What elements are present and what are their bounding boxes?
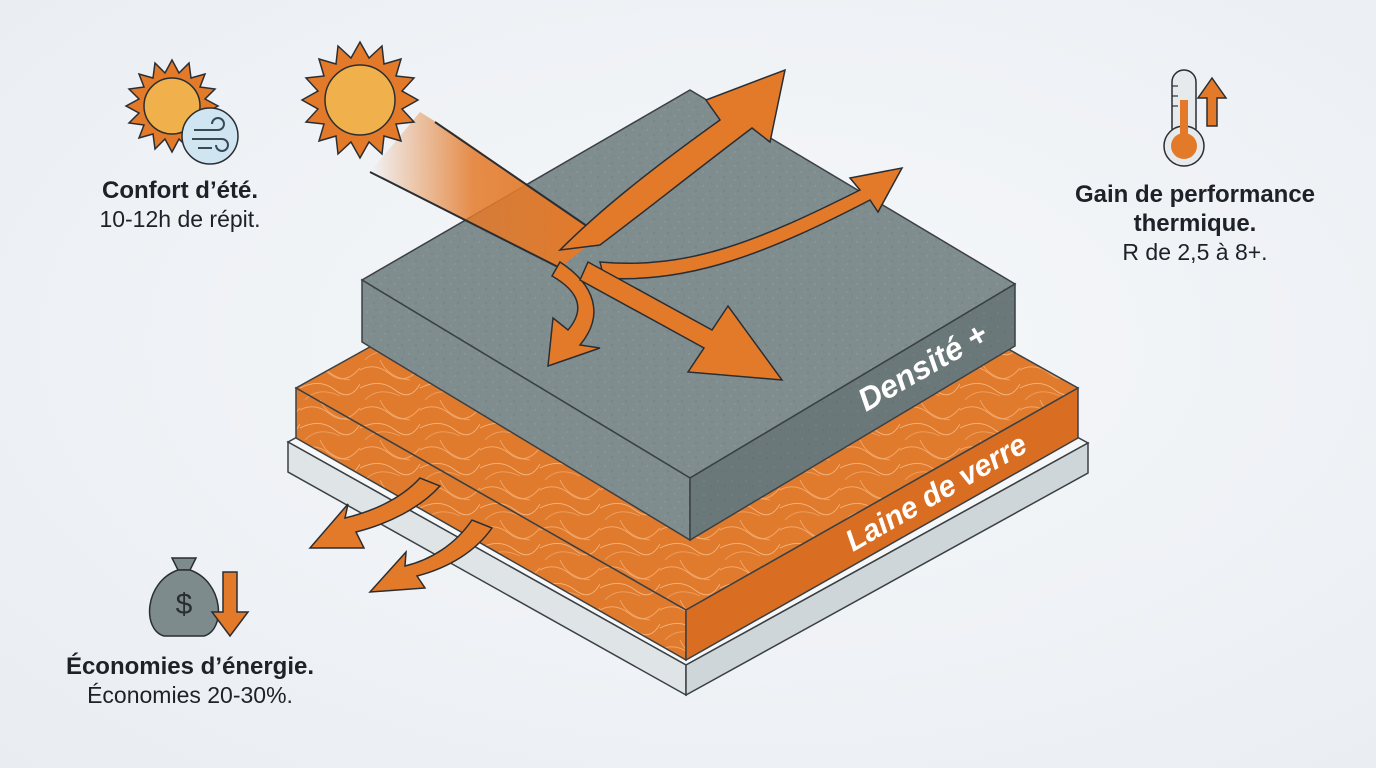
thermal-performance-subtitle: R de 2,5 à 8+.: [1122, 239, 1268, 265]
svg-text:$: $: [176, 588, 193, 621]
callout-energy-savings: Économies d’énergie. Économies 20-30%.: [40, 652, 340, 710]
solar-beam: [369, 112, 601, 269]
energy-savings-title: Économies d’énergie.: [65, 653, 315, 680]
reflected-arrow-large: [557, 68, 787, 252]
callout-summer-comfort: Confort d’été. 10-12h de répit.: [60, 176, 300, 234]
sun-icon: [300, 40, 420, 160]
thermometer-icon: [1163, 69, 1205, 167]
arrow-down-icon: [210, 571, 250, 638]
reflected-arrow-thin: [599, 166, 904, 280]
heat-loss-arrow-1: [308, 477, 442, 549]
arrow-up-icon: [1196, 76, 1228, 127]
heat-loss-arrow-2: [368, 519, 494, 593]
wind-icon: [181, 107, 239, 165]
money-bag-icon: $: [148, 557, 220, 637]
absorbed-arrow-right: [579, 260, 784, 381]
energy-savings-subtitle: Économies 20-30%.: [87, 682, 293, 708]
callout-thermal-performance: Gain de performance thermique. R de 2,5 …: [1040, 180, 1350, 267]
summer-comfort-subtitle: 10-12h de répit.: [99, 206, 261, 232]
summer-comfort-title: Confort d’été.: [102, 177, 258, 204]
absorbed-arrow-left: [547, 260, 601, 368]
thermal-performance-title: Gain de performance thermique.: [1074, 181, 1316, 237]
